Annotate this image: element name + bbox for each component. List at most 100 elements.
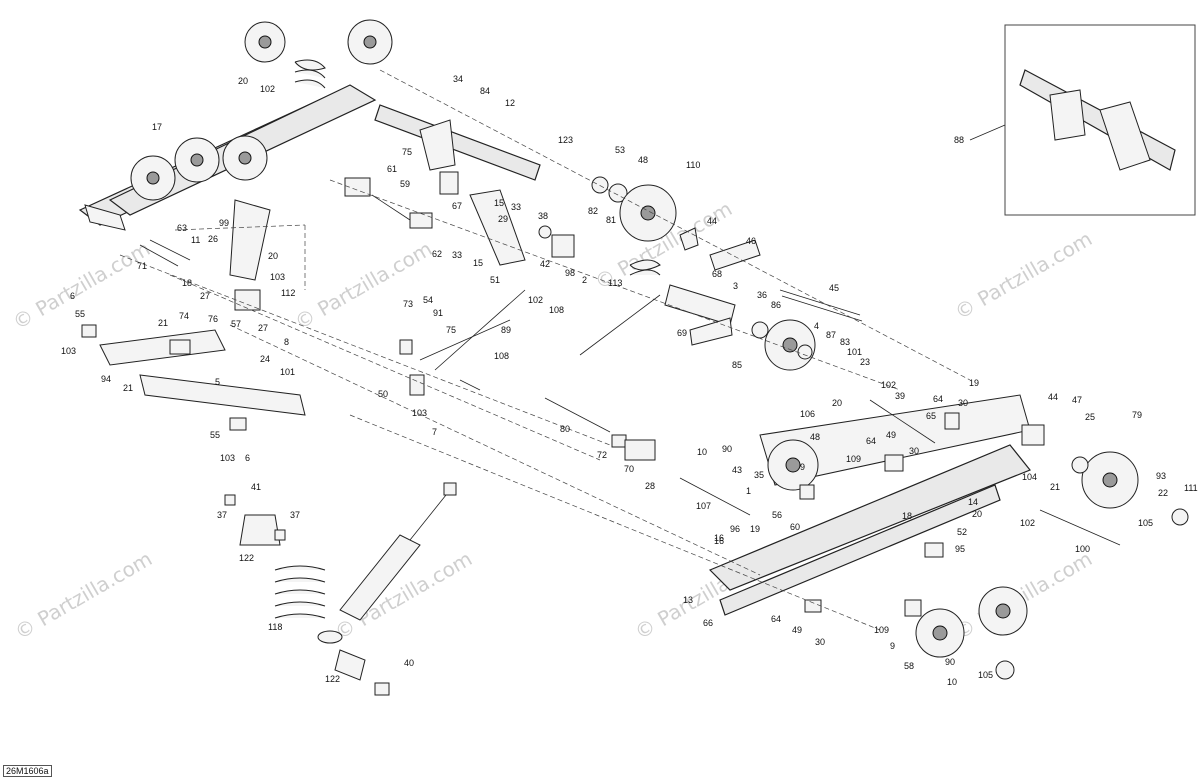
callout: 28	[645, 481, 655, 491]
shock-absorber-assembly	[224, 482, 457, 696]
callout-labels: 20 102 17 34 84 12 123 53 48 110 75 61 5…	[61, 74, 1198, 687]
callout: 110	[686, 160, 700, 170]
diagram-reference-code: 26M1606a	[3, 765, 52, 777]
callout: 45	[829, 283, 839, 293]
callout: 112	[281, 288, 295, 298]
callout: 33	[452, 250, 462, 260]
callout: 46	[746, 236, 756, 246]
callout: 14	[968, 497, 978, 507]
callout: 47	[1072, 395, 1082, 405]
callout: 54	[423, 295, 433, 305]
callout: 20	[268, 251, 278, 261]
callout: 26	[208, 234, 218, 244]
callout: 111	[1184, 483, 1198, 493]
callout: 21	[123, 383, 133, 393]
inset-detail	[969, 24, 1196, 216]
callout: 75	[446, 325, 456, 335]
callout: 19	[969, 378, 979, 388]
callout: 20	[972, 509, 982, 519]
callout: 62	[432, 249, 442, 259]
callout: 38	[538, 211, 548, 221]
callout: 101	[280, 367, 295, 377]
callout: 25	[1085, 412, 1095, 422]
callout: 12	[505, 98, 515, 108]
callout: 30	[815, 637, 825, 647]
callout: 13	[683, 595, 693, 605]
callout: 15	[494, 198, 504, 208]
callout: 67	[452, 201, 462, 211]
callout: 81	[606, 215, 616, 225]
callout: 103	[61, 346, 76, 356]
callout: 4	[814, 321, 819, 331]
callout: 43	[732, 465, 742, 475]
callout: 48	[810, 432, 820, 442]
callout: 71	[137, 261, 147, 271]
callout: 113	[608, 278, 622, 288]
callout: 58	[904, 661, 914, 671]
callout: 91	[433, 308, 443, 318]
callout: 18	[902, 511, 912, 521]
callout: 8	[284, 337, 289, 347]
callout: 122	[325, 674, 340, 684]
assembly-guide-lines	[119, 69, 971, 631]
callout: 118	[268, 622, 282, 632]
callout: 72	[597, 450, 607, 460]
center-hardware	[344, 171, 863, 516]
callout: 40	[404, 658, 414, 668]
callout: 64	[933, 394, 943, 404]
callout: 2	[582, 275, 587, 285]
callout: 9	[800, 462, 805, 472]
callout: 73	[403, 299, 413, 309]
callout: 30	[909, 446, 919, 456]
callout: 70	[624, 464, 634, 474]
callout: 33	[511, 202, 521, 212]
callout: 52	[957, 527, 967, 537]
callout: 63	[177, 223, 187, 233]
callout: 108	[549, 305, 564, 315]
callout: 3	[733, 281, 738, 291]
callout: 68	[712, 269, 722, 279]
callout: 41	[251, 482, 261, 492]
callout: 9	[890, 641, 895, 651]
callout: 84	[480, 86, 490, 96]
callout: 29	[498, 214, 508, 224]
callout: 88	[954, 135, 964, 145]
callout: 65	[926, 411, 936, 421]
callout: 86	[771, 300, 781, 310]
callout: 90	[945, 657, 955, 667]
callout: 103	[220, 453, 235, 463]
callout: 93	[1156, 471, 1166, 481]
callout: 95	[955, 544, 965, 554]
callout: 37	[290, 510, 300, 520]
callout: 103	[270, 272, 285, 282]
callout: 104	[1022, 472, 1037, 482]
callout: 16	[714, 536, 724, 546]
callout: 105	[978, 670, 993, 680]
callout: 64	[771, 614, 781, 624]
callout: 11	[191, 235, 200, 245]
callout: 44	[1048, 392, 1058, 402]
callout: 82	[588, 206, 598, 216]
callout: 90	[722, 444, 732, 454]
callout: 74	[179, 311, 189, 321]
callout: 6	[245, 453, 250, 463]
callout: 5	[215, 377, 220, 387]
callout: 53	[615, 145, 625, 155]
callout: 36	[757, 290, 767, 300]
callout: 109	[874, 625, 889, 635]
callout: 21	[158, 318, 168, 328]
callout: 102	[1020, 518, 1035, 528]
callout: 22	[1158, 488, 1168, 498]
callout: 37	[217, 510, 227, 520]
callout: 59	[400, 179, 410, 189]
callout: 17	[152, 122, 162, 132]
callout: 39	[895, 391, 905, 401]
callout: 21	[1050, 482, 1060, 492]
callout: 105	[1138, 518, 1153, 528]
callout: 10	[697, 447, 707, 457]
callout: 69	[677, 328, 687, 338]
callout: 27	[258, 323, 268, 333]
callout: 80	[560, 424, 570, 434]
callout: 60	[790, 522, 800, 532]
callout: 123	[558, 135, 573, 145]
